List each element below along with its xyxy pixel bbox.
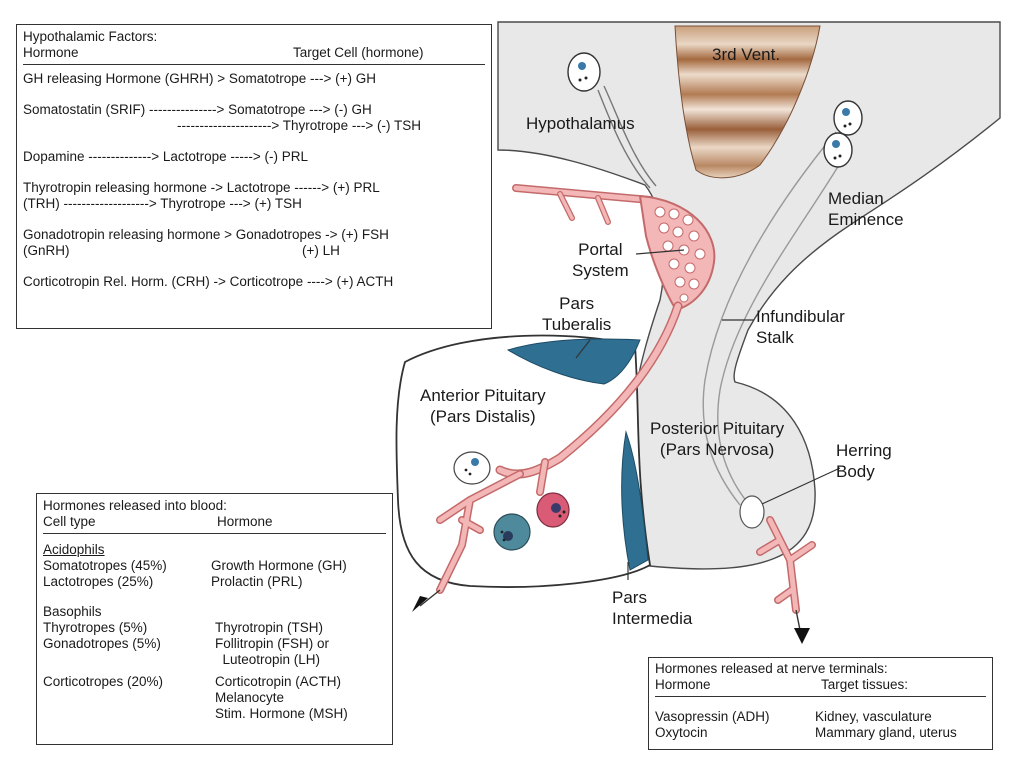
table-row: Oxytocin Mammary gland, uterus bbox=[655, 725, 986, 741]
cell-type: Lactotropes (25%) bbox=[43, 574, 154, 589]
target-tissue: Kidney, vasculature bbox=[815, 709, 932, 724]
blood-hormones-title: Hormones released into blood: bbox=[43, 498, 227, 513]
median-eminence-label: Median Eminence bbox=[828, 189, 904, 229]
hypothalamic-axon bbox=[603, 85, 657, 187]
hypothalamic-axon bbox=[597, 89, 651, 189]
hormone-col-header: Hormone bbox=[217, 514, 273, 529]
neuron-cell bbox=[567, 52, 601, 92]
factor-entry: GH releasing Hormone (GHRH) > Somatotrop… bbox=[23, 71, 485, 87]
hormone-col-header: Hormone bbox=[655, 677, 711, 692]
leader-line bbox=[761, 467, 841, 505]
vessel-branch bbox=[437, 459, 548, 593]
neuron-cell bbox=[833, 100, 863, 136]
table-row: Melanocyte bbox=[43, 690, 386, 706]
capillary-mesh bbox=[654, 206, 706, 303]
herring-body-shape bbox=[739, 495, 765, 529]
hormone: Growth Hormone (GH) bbox=[211, 558, 347, 573]
long-portal-vein bbox=[497, 303, 681, 477]
portal-system-label: Portal System bbox=[572, 240, 629, 280]
anterior-pituitary-label: Anterior Pituitary (Pars Distalis) bbox=[420, 386, 546, 426]
factor-line: (TRH) -------------------> Thyrotrope --… bbox=[23, 196, 302, 211]
hormone: Corticotropin (ACTH) bbox=[215, 674, 342, 689]
table-row: Stim. Hormone (MSH) bbox=[43, 706, 386, 722]
factor-line: Gonadotropin releasing hormone > Gonadot… bbox=[23, 227, 389, 242]
hormone: Stim. Hormone (MSH) bbox=[215, 706, 348, 721]
pituitary-cell bbox=[536, 492, 570, 528]
cell-type: Corticotropes (20%) bbox=[43, 674, 164, 689]
header-row: Hormone Target tissues: bbox=[655, 677, 986, 693]
factor-line: (GnRH) (+) LH bbox=[23, 243, 340, 258]
factor-line: Corticotropin Rel. Horm. (CRH) -> Cortic… bbox=[23, 274, 394, 289]
table-row: Somatotropes (45%) Growth Hormone (GH) bbox=[43, 558, 386, 574]
posterior-pituitary-label: Posterior Pituitary (Pars Nervosa) bbox=[650, 419, 785, 459]
factor-entry: Somatostatin (SRIF) ---------------> Som… bbox=[23, 102, 485, 134]
factor-line: GH releasing Hormone (GHRH) > Somatotrop… bbox=[23, 71, 376, 86]
anterior-pituitary-shape bbox=[395, 334, 651, 588]
hormone: Oxytocin bbox=[655, 725, 708, 740]
target-col-header: Target Cell (hormone) bbox=[293, 45, 424, 60]
posterior-capillary bbox=[757, 517, 815, 613]
nerve-terminal-title: Hormones released at nerve terminals: bbox=[655, 661, 888, 676]
factor-entry: Gonadotropin releasing hormone > Gonadot… bbox=[23, 227, 485, 259]
leader-line bbox=[635, 249, 685, 255]
table-row: Corticotropes (20%) Corticotropin (ACTH) bbox=[43, 674, 386, 690]
table-row: Luteotropin (LH) bbox=[43, 652, 386, 668]
leader-line bbox=[575, 339, 591, 359]
hormone: Prolactin (PRL) bbox=[211, 574, 303, 589]
header-row: Cell type Hormone bbox=[43, 514, 386, 530]
hormone: Melanocyte bbox=[215, 690, 285, 705]
header-row: Hormone Target Cell (hormone) bbox=[23, 45, 485, 61]
pars-tuberalis-label: Pars Tuberalis bbox=[542, 294, 612, 334]
cell-type: Gonadotropes (5%) bbox=[43, 636, 161, 651]
hormone: Thyrotropin (TSH) bbox=[215, 620, 324, 635]
hypothalamus-label: Hypothalamus bbox=[526, 114, 635, 133]
third-ventricle-shape bbox=[674, 25, 821, 179]
arrowhead bbox=[412, 596, 428, 612]
factor-line: Thyrotropin releasing hormone -> Lactotr… bbox=[23, 180, 380, 195]
arrowhead bbox=[794, 628, 810, 644]
factor-line: ---------------------> Thyrotrope ---> (… bbox=[177, 118, 421, 133]
factor-entry: Corticotropin Rel. Horm. (CRH) -> Cortic… bbox=[23, 274, 485, 290]
output-arrow bbox=[795, 609, 801, 631]
hormone-col-header: Hormone bbox=[23, 45, 79, 60]
target-tissue: Mammary gland, uterus bbox=[815, 725, 957, 740]
cell-type: Thyrotropes (5%) bbox=[43, 620, 148, 635]
output-arrow bbox=[419, 589, 441, 607]
factor-line: Dopamine --------------> Lactotrope ----… bbox=[23, 149, 309, 164]
vessel-branch bbox=[558, 192, 610, 224]
factor-entry: Dopamine --------------> Lactotrope ----… bbox=[23, 149, 485, 165]
factor-line: Somatostatin (SRIF) ---------------> Som… bbox=[23, 102, 372, 117]
table-row: Vasopressin (ADH) Kidney, vasculature bbox=[655, 709, 986, 725]
factor-entry: Thyrotropin releasing hormone -> Lactotr… bbox=[23, 180, 485, 212]
herring-body-label: Herring Body bbox=[836, 441, 892, 481]
nerve-terminal-box: Hormones released at nerve terminals: Ho… bbox=[648, 657, 993, 750]
magnocellular-axon bbox=[702, 131, 837, 506]
target-col-header: Target tissues: bbox=[821, 677, 909, 692]
magnocellular-axon bbox=[717, 159, 843, 509]
table-row: Gonadotropes (5%) Follitropin (FSH) or bbox=[43, 636, 386, 652]
hormone: Follitropin (FSH) or bbox=[215, 636, 330, 651]
table-row: Lactotropes (25%) Prolactin (PRL) bbox=[43, 574, 386, 590]
infundibular-stalk-label: Infundibular Stalk bbox=[756, 307, 845, 347]
group-name: Basophils bbox=[43, 604, 102, 619]
neuron-cell bbox=[823, 132, 853, 168]
pituitary-cell bbox=[453, 451, 491, 485]
third-ventricle-label: 3rd Vent. bbox=[712, 45, 781, 64]
pituitary-cell bbox=[493, 513, 531, 551]
hypothalamic-factors-title: Hypothalamic Factors: bbox=[23, 29, 158, 44]
cell-type-col-header: Cell type bbox=[43, 514, 96, 529]
hormone: Vasopressin (ADH) bbox=[655, 709, 770, 724]
hormone: Luteotropin (LH) bbox=[215, 652, 321, 667]
hypothalamic-factors-box: Hypothalamic Factors: Hormone Target Cel… bbox=[16, 24, 492, 329]
cell-type: Somatotropes (45%) bbox=[43, 558, 167, 573]
blood-hormones-box: Hormones released into blood: Cell type … bbox=[36, 493, 393, 745]
pars-intermedia-shape bbox=[621, 430, 649, 571]
portal-vessel bbox=[513, 185, 653, 203]
pars-tuberalis-shape bbox=[506, 338, 641, 385]
pars-intermedia-label: Pars Intermedia bbox=[612, 588, 693, 628]
group-name: Acidophils bbox=[43, 542, 105, 557]
table-row: Thyrotropes (5%) Thyrotropin (TSH) bbox=[43, 620, 386, 636]
